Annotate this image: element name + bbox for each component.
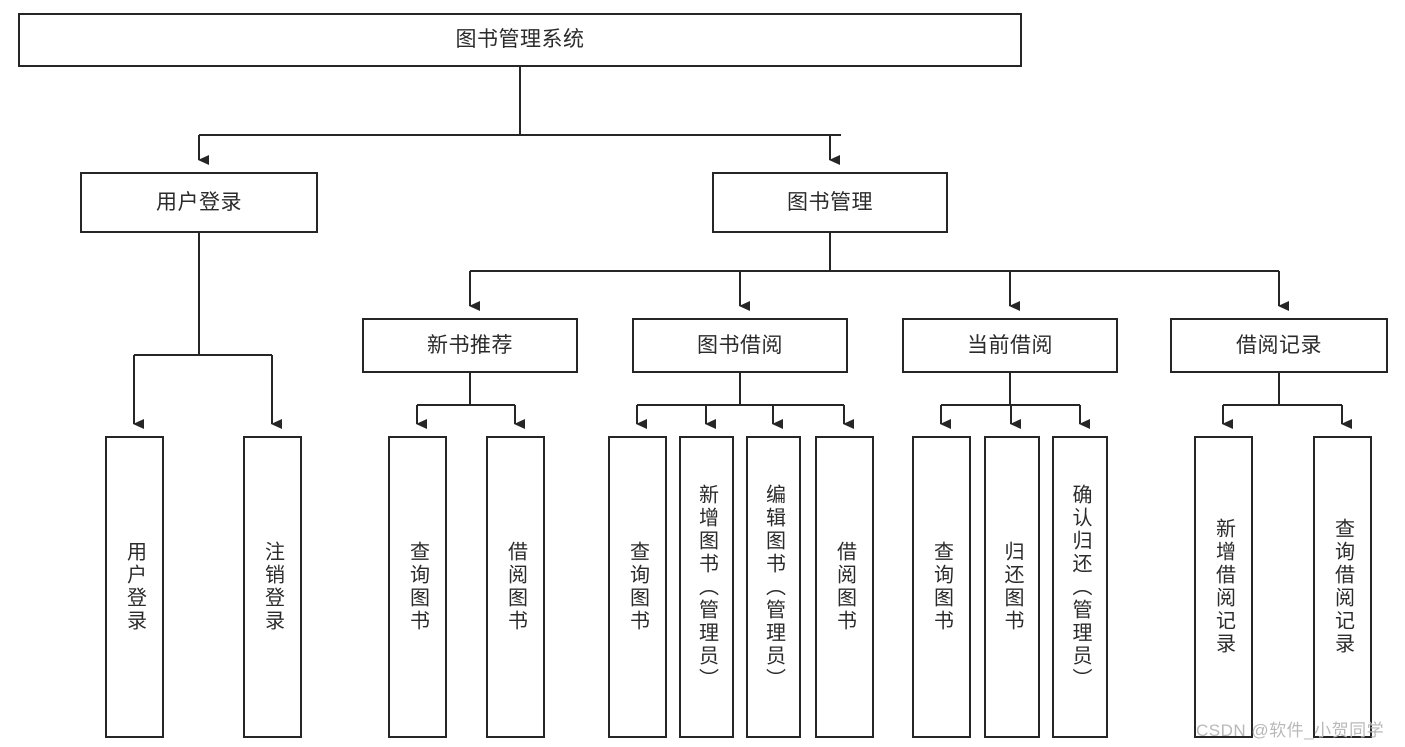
leaf-add-book-admin-label: 新增图书（管理员） bbox=[695, 483, 718, 691]
node-book-management[interactable]: 图书管理 bbox=[712, 172, 948, 233]
node-new-book-recommend[interactable]: 新书推荐 bbox=[362, 318, 578, 373]
node-borrow-record-label: 借阅记录 bbox=[1236, 333, 1322, 357]
leaf-query-borrow-record-label: 查询借阅记录 bbox=[1331, 518, 1354, 656]
leaf-return-book[interactable]: 归还图书 bbox=[984, 436, 1040, 738]
leaf-logout[interactable]: 注销登录 bbox=[243, 436, 302, 738]
node-root[interactable]: 图书管理系统 bbox=[18, 13, 1022, 67]
leaf-borrow-book-label: 借阅图书 bbox=[833, 541, 856, 633]
leaf-add-borrow-record[interactable]: 新增借阅记录 bbox=[1194, 436, 1253, 738]
leaf-borrow-book[interactable]: 借阅图书 bbox=[815, 436, 874, 738]
leaf-confirm-return-admin[interactable]: 确认归还（管理员） bbox=[1052, 436, 1108, 738]
leaf-borrow-book-recommend-label: 借阅图书 bbox=[504, 541, 527, 633]
leaf-edit-book-admin[interactable]: 编辑图书（管理员） bbox=[746, 436, 801, 738]
leaf-query-book-current-label: 查询图书 bbox=[930, 541, 953, 633]
leaf-user-login-label: 用户登录 bbox=[123, 541, 146, 633]
node-root-label: 图书管理系统 bbox=[455, 28, 585, 52]
node-borrow-record[interactable]: 借阅记录 bbox=[1170, 318, 1388, 373]
node-current-borrow[interactable]: 当前借阅 bbox=[902, 318, 1118, 373]
leaf-logout-label: 注销登录 bbox=[261, 541, 284, 633]
node-new-book-recommend-label: 新书推荐 bbox=[427, 333, 513, 357]
leaf-edit-book-admin-label: 编辑图书（管理员） bbox=[762, 483, 785, 691]
node-current-borrow-label: 当前借阅 bbox=[967, 333, 1053, 357]
leaf-return-book-label: 归还图书 bbox=[1001, 541, 1023, 633]
leaf-query-book-current[interactable]: 查询图书 bbox=[912, 436, 971, 738]
node-user-login[interactable]: 用户登录 bbox=[80, 172, 318, 233]
leaf-query-book-recommend-label: 查询图书 bbox=[406, 541, 429, 633]
leaf-query-book-borrow-label: 查询图书 bbox=[626, 541, 649, 633]
leaf-user-login[interactable]: 用户登录 bbox=[105, 436, 164, 738]
leaf-query-book-recommend[interactable]: 查询图书 bbox=[388, 436, 447, 738]
node-user-login-label: 用户登录 bbox=[156, 190, 242, 214]
leaf-query-borrow-record[interactable]: 查询借阅记录 bbox=[1313, 436, 1372, 738]
leaf-add-borrow-record-label: 新增借阅记录 bbox=[1212, 518, 1235, 656]
node-book-management-label: 图书管理 bbox=[787, 190, 873, 214]
leaf-query-book-borrow[interactable]: 查询图书 bbox=[608, 436, 667, 738]
leaf-confirm-return-admin-label: 确认归还（管理员） bbox=[1069, 483, 1091, 691]
leaf-add-book-admin[interactable]: 新增图书（管理员） bbox=[679, 436, 734, 738]
leaf-borrow-book-recommend[interactable]: 借阅图书 bbox=[486, 436, 545, 738]
node-book-borrow-label: 图书借阅 bbox=[697, 333, 783, 357]
node-book-borrow[interactable]: 图书借阅 bbox=[632, 318, 848, 373]
